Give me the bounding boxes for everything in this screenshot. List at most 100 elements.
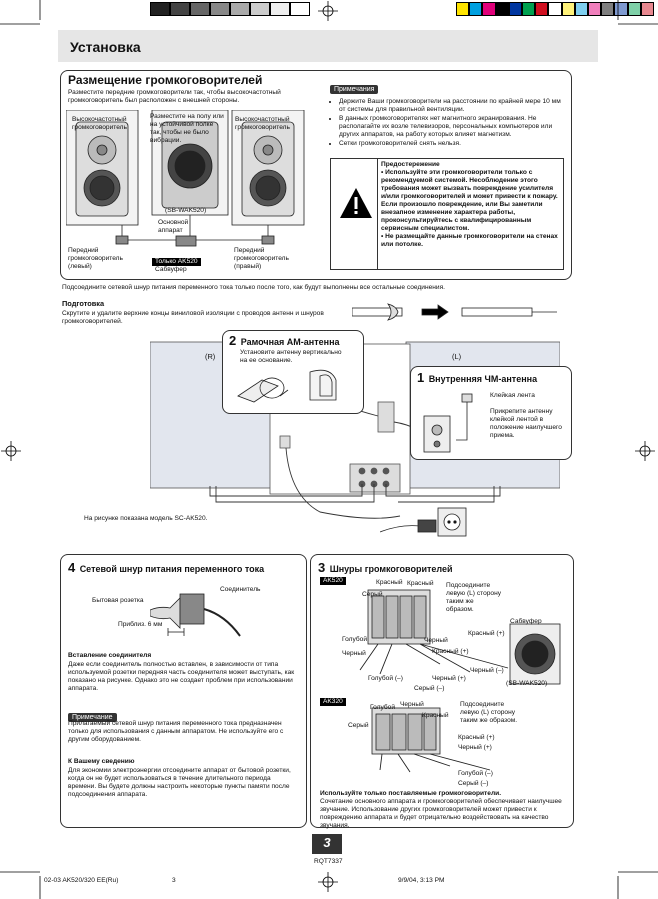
- caution-item: Используйте эти громкоговорители только …: [381, 169, 559, 233]
- step3-blue-minus-1: Голубой (–): [368, 675, 403, 682]
- placement-title: Размещение громкоговорителей: [68, 73, 263, 87]
- header-band: [58, 30, 598, 62]
- step3-black-label-2: Черный: [342, 650, 366, 657]
- side-right-label: (R): [205, 352, 216, 361]
- caution-title: Предостережение: [381, 161, 440, 168]
- step3-red-label-2: Красный: [407, 580, 434, 587]
- step2-number: 2: [229, 333, 237, 348]
- ac-connector-illustration: [150, 593, 241, 637]
- color-bar-swatch: [601, 2, 615, 16]
- step3-use-text: Сочетание основного аппарата и громкогов…: [320, 798, 562, 829]
- wire-strip-illustration: [352, 303, 557, 321]
- color-bar-swatch: [535, 2, 549, 16]
- step3-red-label-320: Красный: [422, 712, 449, 719]
- notes-tag: Примечания: [330, 85, 379, 94]
- warning-triangle-icon: [340, 188, 372, 218]
- color-bars-left: [150, 2, 310, 16]
- step3-blue-minus-2: Голубой (–): [458, 770, 493, 777]
- step4-number: 4: [68, 560, 76, 575]
- speaker-cord-diagram: [359, 589, 561, 773]
- step4-note-tag: Примечание: [68, 713, 117, 722]
- step3-box: [310, 554, 574, 828]
- step4-connector-label: Соединитель: [220, 586, 261, 593]
- wall-outlet-plug-illustration: [380, 507, 467, 537]
- step3-grey-minus-1: Серый (–): [414, 685, 445, 692]
- color-bar-swatch: [588, 2, 602, 16]
- step4-title: Сетевой шнур питания переменного тока: [79, 564, 265, 574]
- model-caption: На рисунке показана модель SC-AK520.: [84, 515, 208, 522]
- step4-approx-label: Приблиз. 6 мм: [118, 621, 163, 628]
- step1-header: 1 Внутренняя ЧМ-антенна: [417, 369, 537, 387]
- step3-connect-left-1: Подсоедините левую (L) сторону таким же …: [446, 582, 502, 613]
- step3-grey-minus-2: Серый (–): [458, 780, 489, 787]
- step3-subwoofer-label: Сабвуфер: [510, 618, 542, 625]
- caution-item: Не размещайте данные громкоговорители на…: [381, 233, 559, 249]
- label-front-right: Передний громкоговоритель (правый): [234, 247, 289, 270]
- note-item: Сетки громкоговорителей снять нельзя.: [339, 140, 562, 148]
- color-bars-right: [456, 2, 654, 16]
- step3-number: 3: [318, 560, 326, 575]
- color-bar-swatch: [210, 2, 230, 16]
- step3-black-plus-2: Черный (+): [458, 744, 492, 751]
- step3-header: 3 Шнуры громкоговорителей: [318, 559, 453, 577]
- step3-red-plus-3: Красный (+): [458, 734, 495, 741]
- step3-blue-label: Голубой: [342, 636, 367, 643]
- step3-red-label-1: Красный: [376, 579, 403, 586]
- notes-list: Держите Ваши громкоговорители на расстоя…: [330, 98, 562, 148]
- footer-middle: 3: [172, 877, 176, 884]
- only-ak520-badge: Только AK520: [152, 258, 201, 266]
- connect-note: Подсоедините сетевой шнур питания переме…: [62, 284, 446, 291]
- ak320-badge: AK320: [320, 698, 346, 706]
- step3-black-label: Черный: [424, 637, 448, 644]
- step3-red-plus-2: Красный (+): [432, 648, 469, 655]
- color-bar-swatch: [469, 2, 483, 16]
- step1-number: 1: [417, 370, 425, 385]
- color-bar-swatch: [270, 2, 290, 16]
- color-bar-swatch: [230, 2, 250, 16]
- step3-red-plus-1: Красный (+): [468, 630, 505, 637]
- speaker-placement-illustration: [66, 110, 305, 247]
- step4-save-text: Для экономии электроэнергии отсоедините …: [68, 767, 291, 798]
- page-number-box: [312, 834, 342, 854]
- color-bar-swatch: [456, 2, 470, 16]
- step1-title: Внутренняя ЧМ-антенна: [428, 374, 538, 384]
- color-bar-swatch: [508, 2, 522, 16]
- step4-save-title: К Вашему сведению: [68, 758, 135, 765]
- step4-insert-title: Вставление соединителя: [68, 652, 152, 659]
- step4-note-tag-wrap: Примечание: [68, 706, 117, 724]
- step3-use-title: Используйте только поставляемые громкого…: [320, 790, 502, 797]
- color-bar-swatch: [482, 2, 496, 16]
- step2-box: [222, 330, 364, 414]
- step2-header: 2 Рамочная АМ-антенна: [229, 332, 340, 350]
- label-tweeter-right: Высокочастотный громкоговоритель: [235, 116, 290, 131]
- label-shelf: Разместите на полу или на устойчивой пол…: [150, 113, 224, 144]
- step3-grey-label: Серый: [362, 591, 383, 598]
- step1-tape-label: Клейкая лента: [490, 392, 535, 399]
- page-title: Установка: [70, 39, 141, 55]
- prep-text: Скрутите и удалите верхние концы винилов…: [62, 310, 324, 325]
- note-item: В данных громкоговорителях нет магнитног…: [339, 115, 562, 139]
- step3-black-plus-1: Черный (+): [432, 675, 466, 682]
- label-tweeter-left: Высокочастотный громкоговоритель: [72, 116, 127, 131]
- note-item: Держите Ваши громкоговорители на расстоя…: [339, 98, 562, 114]
- step3-title: Шнуры громкоговорителей: [329, 564, 453, 574]
- step3-sub-model: (SB-WAK520): [506, 680, 548, 687]
- color-bar-swatch: [561, 2, 575, 16]
- color-bar-swatch: [495, 2, 509, 16]
- step4-insert-text: Даже если соединитель полностью вставлен…: [68, 661, 295, 692]
- step3-black-label-320: Черный: [400, 701, 424, 708]
- step3-connect-left-2: Подсоедините левую (L) сторону таким же …: [460, 701, 518, 724]
- step4-outlet-label: Бытовая розетка: [92, 597, 144, 604]
- am-loop-antenna-illustration: [237, 369, 337, 403]
- step3-black-minus-1: Черный (–): [470, 667, 504, 674]
- color-bar-swatch: [250, 2, 270, 16]
- color-bar-swatch: [640, 2, 654, 16]
- step4-header: 4 Сетевой шнур питания переменного тока: [68, 559, 264, 577]
- fm-antenna-illustration: [423, 393, 473, 453]
- label-subwoofer: Сабвуфер: [155, 266, 187, 273]
- page-code: RQT7337: [314, 858, 343, 865]
- label-main-unit: Основной аппарат: [158, 219, 189, 234]
- step4-note-text: Прилагаемый сетевой шнур питания перемен…: [68, 720, 284, 743]
- step3-grey-label-320: Серый: [348, 722, 369, 729]
